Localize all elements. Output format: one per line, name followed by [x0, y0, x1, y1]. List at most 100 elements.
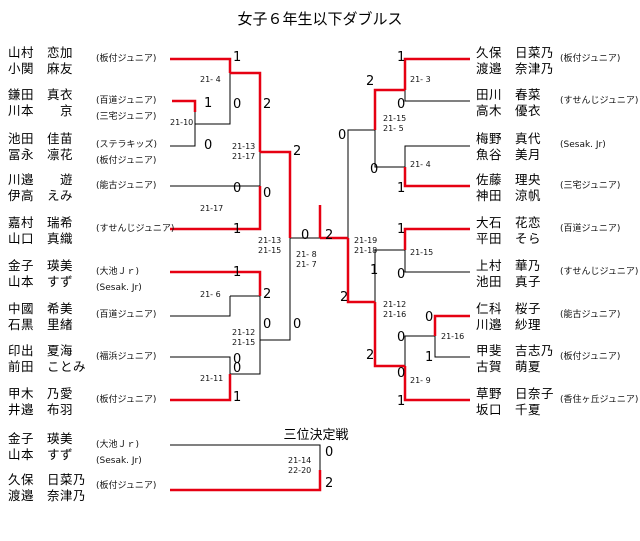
- game-point-9: 0: [233, 352, 242, 367]
- left-player-1-p2: 川本 京: [8, 103, 74, 118]
- third-line-0: [170, 444, 321, 470]
- left-player-6-p2: 石黒 里緒: [8, 317, 74, 332]
- left-player-5-club: (大池Ｊｒ) (Sesak. Jr): [96, 267, 142, 293]
- right-player-1-p1: 田川 春菜: [476, 87, 542, 102]
- game-point-28: 0: [397, 366, 406, 381]
- game-point-4: 2: [263, 97, 272, 112]
- right-player-4-p2: 平田 そら: [476, 231, 542, 246]
- left-player-7-p2: 前田 ことみ: [8, 359, 87, 374]
- left-player-8-p2: 井邉 布羽: [8, 402, 74, 417]
- left-player-8-club: (板付ジュニア): [96, 395, 157, 405]
- right-player-7-club: (板付ジュニア): [560, 352, 621, 362]
- left-player-4-p2: 山口 真織: [8, 231, 74, 246]
- right-player-0-club: (板付ジュニア): [560, 54, 621, 64]
- match-score-9: 21- 3: [410, 75, 431, 84]
- right-player-8-p1: 草野 日奈子: [476, 386, 555, 401]
- third-player-0-club: (大池Ｊｒ) (Sesak. Jr): [96, 440, 142, 466]
- game-point-13: 0: [233, 361, 242, 376]
- right-player-1-club: (すせんじジュニア): [560, 96, 639, 106]
- right-line-15: [346, 238, 375, 304]
- left-line-14: [260, 238, 291, 341]
- game-point-25: 0: [397, 267, 406, 282]
- right-line-6: [403, 227, 470, 250]
- left-player-0-club: (板付ジュニア): [96, 54, 157, 64]
- left-player-6-p1: 中國 希美: [8, 301, 74, 316]
- game-point-6: 0: [233, 181, 242, 196]
- right-line-13: [373, 302, 405, 368]
- right-line-0: [403, 57, 470, 90]
- left-line-8: [170, 270, 262, 296]
- match-score-2: 21-13 21-17: [232, 142, 256, 161]
- right-player-7-p2: 古賀 萌夏: [476, 359, 542, 374]
- left-player-3-p1: 川邉 遊: [8, 172, 74, 187]
- page-title: 女子６年生以下ダブルス: [237, 10, 403, 28]
- left-player-5-p1: 金子 瑛美: [8, 258, 74, 273]
- left-line-10: [170, 356, 231, 374]
- game-point-20: 0: [338, 128, 347, 143]
- third-player-0-p1: 金子 瑛美: [8, 431, 74, 446]
- right-player-8-p2: 坂口 千夏: [476, 402, 542, 417]
- match-score-16: 21-19 21-18: [354, 236, 378, 255]
- game-point-24: 1: [397, 222, 406, 237]
- game-point-0: 1: [233, 50, 242, 65]
- game-point-23: 2: [325, 228, 334, 243]
- right-player-8-club: (香住ヶ丘ジュニア): [560, 395, 639, 405]
- right-player-4-club: (百道ジュニア): [560, 224, 621, 234]
- right-line-10: [404, 335, 435, 366]
- right-player-4-p1: 大石 花恋: [476, 215, 542, 230]
- right-player-3-p2: 神田 涼帆: [476, 188, 542, 203]
- left-line-3: [230, 71, 262, 152]
- game-point-34: 0: [325, 445, 334, 460]
- game-point-19: 2: [366, 74, 375, 89]
- match-score-0: 21- 4: [200, 75, 221, 84]
- right-player-2-club: (Sesak. Jr): [560, 140, 606, 150]
- left-player-6-club: (百道ジュニア): [96, 310, 157, 320]
- right-player-6-club: (能古ジュニア): [560, 310, 621, 320]
- right-line-11: [403, 366, 470, 402]
- game-point-12: 1: [233, 390, 242, 405]
- game-point-18: 0: [397, 97, 406, 112]
- match-score-8: 21- 8 21- 7: [296, 250, 317, 269]
- right-line-9: [434, 336, 470, 358]
- game-point-17: 1: [397, 50, 406, 65]
- match-score-13: 21-16: [441, 332, 465, 341]
- left-player-1-club: (百道ジュニア) (三宅ジュニア): [96, 96, 157, 122]
- left-player-2-p1: 池田 佳苗: [8, 131, 74, 146]
- game-point-10: 2: [263, 287, 272, 302]
- match-score-11: 21- 4: [410, 160, 431, 169]
- match-score-10: 21-15 21- 5: [383, 114, 407, 133]
- match-score-7: 21-13 21-15: [258, 236, 282, 255]
- left-line-4: [170, 124, 196, 147]
- left-player-5-p2: 山本 すず: [8, 274, 74, 289]
- match-score-1: 21-10: [170, 118, 194, 127]
- game-point-1: 0: [233, 97, 242, 112]
- right-line-8: [433, 314, 470, 336]
- game-point-22: 1: [397, 181, 406, 196]
- left-line-7: [260, 150, 292, 238]
- match-score-3: 21-17: [200, 204, 224, 213]
- right-line-2: [404, 145, 470, 167]
- left-player-7-club: (福浜ジュニア): [96, 352, 157, 362]
- right-player-7-p1: 甲斐 吉志乃: [476, 343, 555, 358]
- right-player-5-p2: 池田 真子: [476, 274, 542, 289]
- match-score-6: 21-11: [200, 374, 224, 383]
- left-line-11: [170, 374, 232, 402]
- right-player-1-p2: 高木 優衣: [476, 103, 542, 118]
- game-point-8: 1: [233, 265, 242, 280]
- game-point-31: 1: [425, 350, 434, 365]
- left-player-1-p1: 鎌田 真衣: [8, 87, 74, 102]
- match-score-17: 21-14 22-20: [288, 456, 312, 475]
- left-player-2-p2: 冨永 凛花: [8, 147, 74, 162]
- right-player-5-club: (すせんじジュニア): [560, 267, 639, 277]
- left-player-0-p1: 山村 恋加: [8, 45, 74, 60]
- game-point-2: 1: [204, 96, 213, 111]
- right-line-14: [347, 129, 375, 238]
- third-player-1-p1: 久保 日菜乃: [8, 472, 87, 487]
- right-player-2-p1: 梅野 真代: [476, 131, 542, 146]
- game-point-35: 2: [325, 476, 334, 491]
- right-line-4: [373, 88, 405, 130]
- third-player-1-p2: 渡邉 奈津乃: [8, 488, 87, 503]
- right-player-2-p2: 魚谷 美月: [476, 147, 542, 162]
